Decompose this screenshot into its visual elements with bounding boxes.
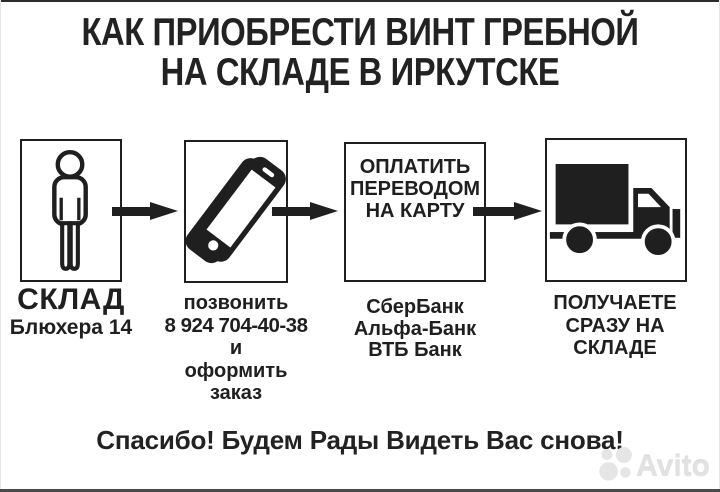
truck-icon [547, 140, 685, 280]
step-box-payment: ОПЛАТИТЬ ПЕРЕВОДОМ НА КАРТУ [344, 142, 486, 282]
arrow-right-icon [272, 202, 338, 220]
warehouse-caption-address: Блюхера 14 [9, 316, 133, 339]
phone-number: 8 924 704-40-38 [164, 313, 308, 337]
call-caption: позвонить 8 924 704-40-38 и оформить зак… [156, 292, 316, 405]
person-icon [22, 141, 120, 280]
bottom-border-line [0, 489, 720, 492]
top-border-line [0, 0, 720, 2]
call-line: и [229, 337, 243, 359]
arrow-right-icon [473, 202, 542, 220]
warehouse-caption-title: СКЛАД [17, 283, 125, 316]
avito-watermark: Avito [598, 445, 710, 488]
step-box-call [184, 140, 288, 283]
phone-icon [186, 142, 286, 281]
pickup-line: СКЛАДЕ [573, 337, 657, 359]
warehouse-caption: СКЛАД Блюхера 14 [0, 284, 146, 340]
payment-line: НА КАРТУ [365, 200, 465, 222]
pickup-caption: ПОЛУЧАЕТЕ СРАЗУ НА СКЛАДЕ [539, 292, 691, 360]
step-box-warehouse [20, 139, 122, 282]
call-line: позвонить [183, 292, 289, 314]
avito-watermark-text: Avito [636, 449, 710, 483]
payment-line: ОПЛАТИТЬ [359, 156, 471, 178]
bank-name: СберБанк [366, 296, 464, 318]
step-box-pickup [545, 138, 687, 282]
payment-line: ПЕРЕВОДОМ [349, 178, 481, 200]
pickup-line: ПОЛУЧАЕТЕ [553, 292, 677, 314]
pickup-line: СРАЗУ НА [565, 314, 665, 337]
bank-name: Альфа-Банк [353, 317, 477, 340]
call-line: заказ [209, 382, 263, 404]
title-line-2: НА СКЛАДЕ В ИРКУТСКЕ [160, 51, 560, 94]
title-line-1: КАК ПРИОБРЕСТИ ВИНТ ГРЕБНОЙ [81, 11, 639, 54]
left-border-line [0, 0, 1, 492]
call-line: оформить [184, 359, 288, 382]
poster-title: КАК ПРИОБРЕСТИ ВИНТ ГРЕБНОЙ НА СКЛАДЕ В … [58, 13, 663, 93]
banks-caption: СберБанк Альфа-Банк ВТБ Банк [339, 296, 491, 362]
avito-logo-icon [598, 445, 636, 488]
arrow-right-icon [112, 202, 178, 220]
thanks-message: Спасибо! Будем Рады Видеть Вас снова! [96, 425, 624, 455]
bank-name: ВТБ Банк [368, 339, 462, 361]
payment-instruction: ОПЛАТИТЬ ПЕРЕВОДОМ НА КАРТУ [346, 144, 484, 222]
